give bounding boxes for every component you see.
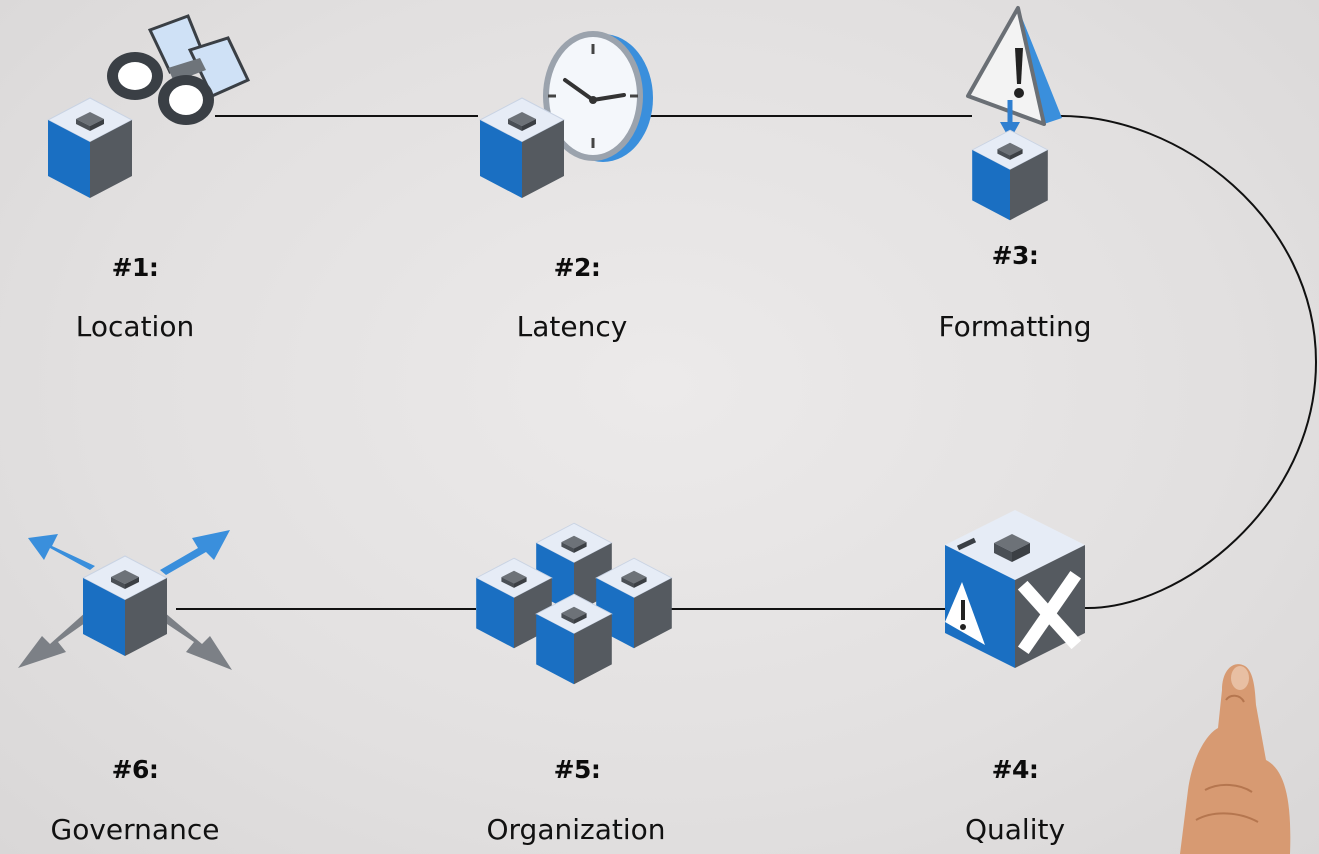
- error-cube-icon: [945, 510, 1085, 668]
- step-1-label: Location: [75, 310, 195, 343]
- step-2-label: Latency: [516, 310, 628, 343]
- clock-icon: [543, 31, 653, 162]
- binoculars-cube-icon: [47, 14, 251, 199]
- warning-sign-icon: [966, 6, 1062, 140]
- clock-cube-icon: [479, 31, 653, 199]
- step-5-label: Organization: [486, 813, 666, 846]
- step-4-label: Quality: [964, 813, 1066, 846]
- arrows-cube-icon: [18, 530, 232, 670]
- pointing-hand-image: [1180, 664, 1291, 854]
- step-4-number: #4:: [991, 755, 1039, 784]
- warning-cube-icon: [966, 6, 1062, 221]
- binoculars-icon: [107, 14, 251, 125]
- step-1-number: #1:: [111, 253, 159, 282]
- x-mark-icon: [1017, 570, 1082, 655]
- step-3-number: #3:: [991, 241, 1039, 270]
- direction-arrows-icon: [18, 530, 232, 670]
- cube-cluster-icon: [475, 522, 673, 685]
- connector-lines: [176, 114, 1318, 610]
- warning-triangle-icon: [945, 582, 985, 645]
- step-6-label: Governance: [50, 813, 220, 846]
- step-5-number: #5:: [553, 755, 601, 784]
- step-3-label: Formatting: [938, 310, 1092, 343]
- step-6-number: #6:: [111, 755, 159, 784]
- connector-3-4-curve: [1057, 114, 1318, 610]
- step-2-number: #2:: [553, 253, 601, 282]
